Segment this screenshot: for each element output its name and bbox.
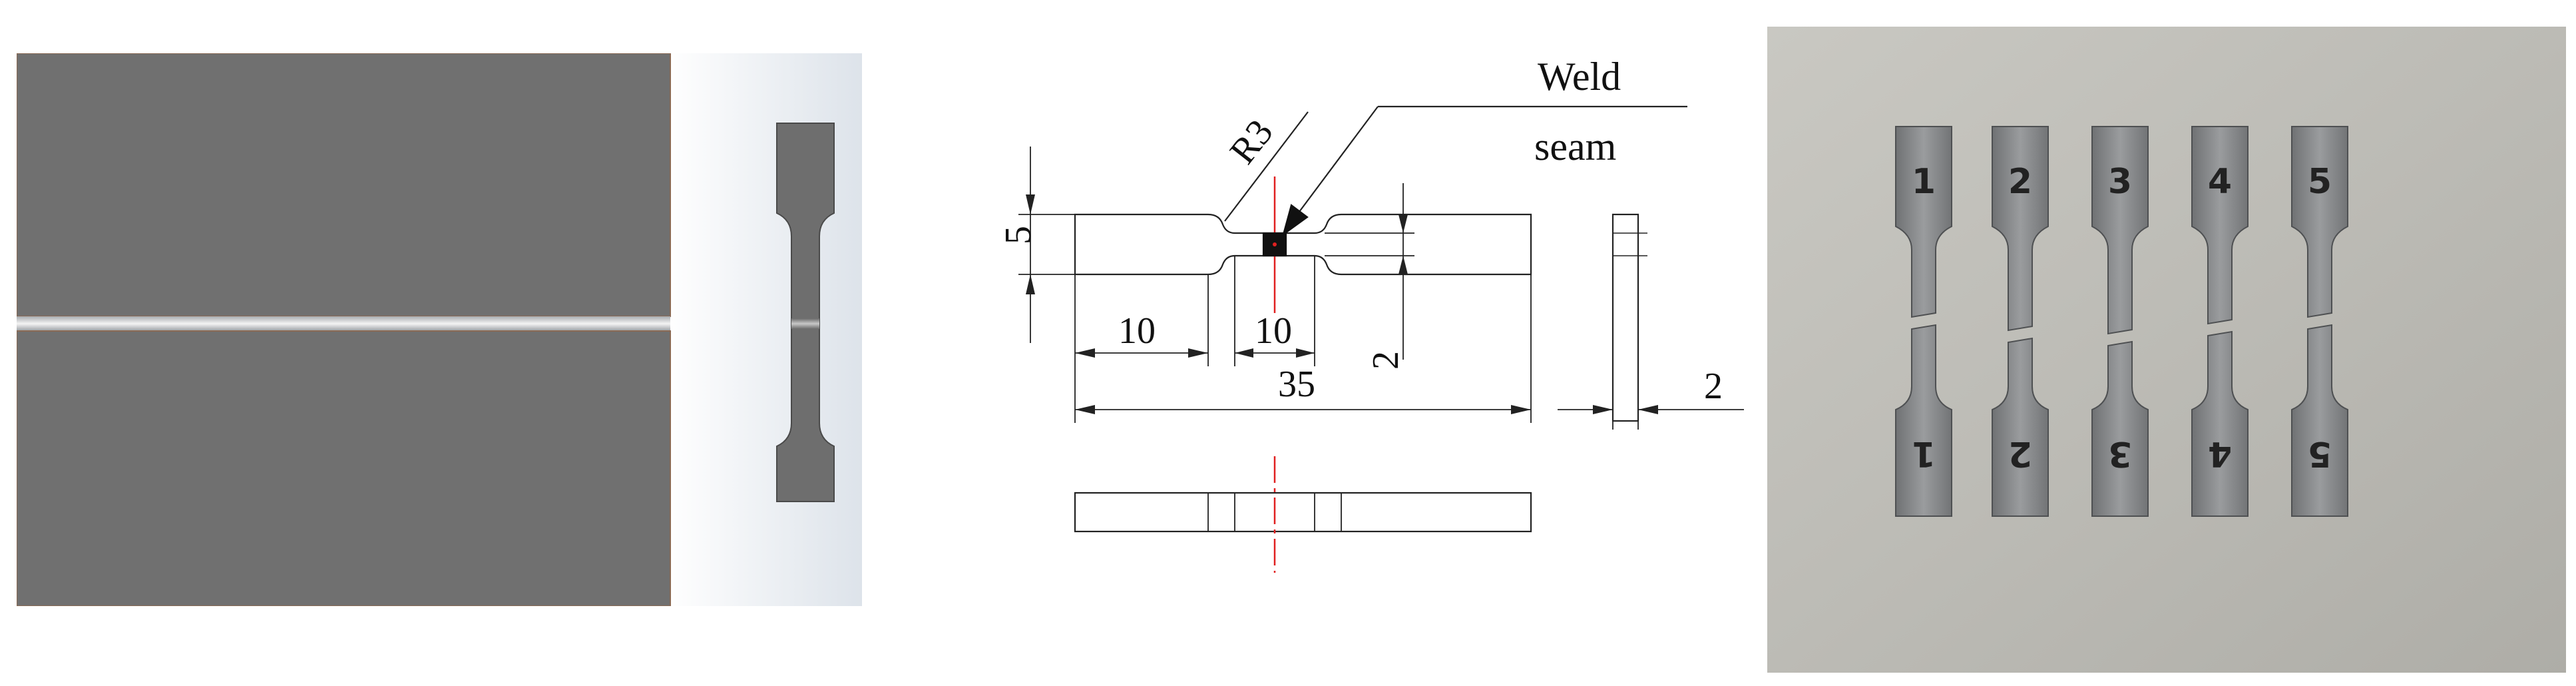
specimen-weld-seam: [791, 318, 819, 329]
specimen-mark-top: 1: [1912, 162, 1936, 202]
gauge-width-arrow-bottom: [1398, 256, 1408, 274]
cad-rendering-panel: [17, 53, 862, 606]
thickness-arrow-right: [1638, 405, 1658, 414]
thickness-label: 2: [1704, 366, 1723, 407]
total-length-label: 35: [1278, 364, 1315, 405]
weld-leader-arrowhead: [1282, 204, 1309, 236]
specimen-lower-half: [2091, 340, 2149, 517]
upper-plate: [17, 53, 671, 317]
specimen-mark-top: 4: [2208, 162, 2232, 202]
specimen-upper-half: [2191, 126, 2249, 325]
specimen-mark-top: 2: [2008, 162, 2032, 202]
photo-background: [1767, 27, 2566, 673]
side-view-outline: [1611, 213, 1639, 422]
bottom-view-outline: [1074, 492, 1532, 533]
specimen-3: 33: [2091, 126, 2149, 517]
radius-leader-line: [1224, 111, 1309, 222]
plate-weld-seam: [17, 316, 670, 331]
specimen-lower-half: [1895, 324, 1952, 517]
specimen-mark-bottom: 2: [2008, 434, 2032, 474]
specimen-mark-bottom: 4: [2208, 434, 2232, 474]
gauge-width-arrow-top: [1398, 214, 1408, 233]
height-arrow-top: [1026, 194, 1035, 214]
specimen-4: 44: [2191, 126, 2249, 517]
specimen-mark-top: 5: [2308, 162, 2332, 202]
gauge-arrow-right: [1296, 348, 1315, 358]
height-dimension-label: 5: [998, 226, 1039, 244]
specimen-mark-bottom: 3: [2108, 434, 2132, 474]
weld-label-line2: seam: [1534, 125, 1616, 169]
specimen-mark-bottom: 5: [2308, 434, 2332, 474]
specimen-lower-half: [1992, 337, 2049, 517]
radius-label: R3: [1222, 112, 1281, 172]
grip-length-label: 10: [1118, 310, 1156, 352]
specimen-lower-half: [2191, 330, 2249, 517]
specimen-upper-half: [2091, 126, 2149, 335]
specimen-5: 55: [2291, 126, 2348, 517]
specimen-1: 11: [1895, 126, 1952, 517]
specimen-mark-top: 3: [2108, 162, 2132, 202]
cad-rendering: [17, 53, 862, 606]
specimen-drawing-panel: R3 Weld seam 5 2 10: [919, 40, 1784, 613]
specimen-model: [776, 123, 835, 502]
gauge-length-label: 10: [1255, 310, 1292, 352]
specimen-upper-half: [1895, 126, 1952, 318]
specimen-2: 22: [1992, 126, 2049, 517]
weld-center-dot: [1273, 242, 1277, 246]
gauge-width-label: 2: [1365, 351, 1406, 370]
thickness-arrow-left: [1593, 405, 1613, 414]
specimen-lower-half: [2291, 324, 2348, 517]
total-arrow-left: [1075, 405, 1095, 414]
weld-label-line1: Weld: [1538, 55, 1621, 99]
lower-plate: [17, 330, 671, 606]
gauge-arrow-left: [1235, 348, 1253, 358]
grip-arrow-left: [1075, 348, 1095, 358]
height-arrow-bottom: [1026, 274, 1035, 294]
weld-seam-marker: [1262, 232, 1287, 257]
specimen-upper-half: [1992, 126, 2049, 332]
specimen-outline-top-view: [1074, 213, 1532, 276]
specimen-drawing: R3 Weld seam 5 2 10: [998, 55, 1744, 573]
total-arrow-right: [1511, 405, 1531, 414]
specimen-mark-bottom: 1: [1912, 434, 1936, 474]
specimen-upper-half: [2291, 126, 2348, 318]
grip-arrow-right: [1188, 348, 1208, 358]
